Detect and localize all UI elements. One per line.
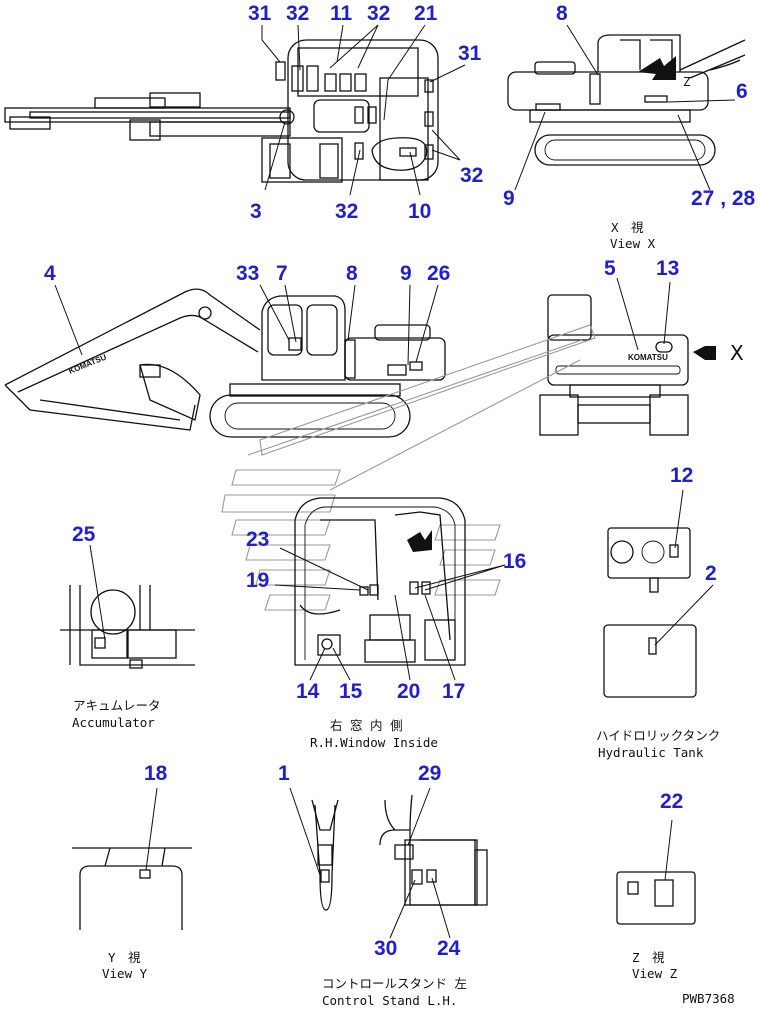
callout-3: 3 bbox=[250, 200, 262, 223]
callout-9-b: 9 bbox=[400, 262, 412, 285]
control-stand-view: コントロールスタンド 左 Control Stand L.H. bbox=[289, 787, 488, 1008]
callout-31-b: 31 bbox=[458, 42, 482, 65]
callout-33: 33 bbox=[236, 262, 259, 285]
view-z: Z 視 View Z bbox=[616, 819, 696, 981]
callout-2: 2 bbox=[705, 562, 717, 585]
accumulator-view: アキュムレータ Accumulator bbox=[60, 544, 195, 730]
callout-1: 1 bbox=[278, 762, 290, 785]
control-stand-jp-caption: コントロールスタンド 左 bbox=[322, 976, 467, 991]
callout-32-b: 32 bbox=[367, 2, 390, 25]
callout-11: 11 bbox=[330, 2, 353, 25]
callout-14: 14 bbox=[296, 680, 320, 703]
callout-10: 10 bbox=[408, 200, 431, 223]
window-inside-view: 右 窓 内 側 R.H.Window Inside bbox=[274, 497, 506, 750]
callout-32-a: 32 bbox=[286, 2, 309, 25]
callout-20: 20 bbox=[397, 680, 420, 703]
front-logo: KOMATSU bbox=[628, 353, 668, 362]
direction-x-marker: X bbox=[730, 341, 744, 365]
callout-13: 13 bbox=[656, 257, 679, 280]
hydraulic-tank-view: ハイドロリックタンク Hydraulic Tank bbox=[596, 489, 720, 760]
callout-19: 19 bbox=[246, 569, 269, 592]
callout-29: 29 bbox=[418, 762, 441, 785]
view-y: Y 視 View Y bbox=[72, 787, 192, 981]
callout-32-c: 32 bbox=[335, 200, 358, 223]
callout-7: 7 bbox=[276, 262, 288, 285]
window-caption: R.H.Window Inside bbox=[310, 735, 438, 750]
accumulator-jp-caption: アキュムレータ bbox=[73, 698, 161, 713]
top-plan-view bbox=[4, 24, 466, 196]
callout-21: 21 bbox=[414, 2, 438, 25]
view-z-marker: Z bbox=[683, 74, 691, 89]
callout-26: 26 bbox=[427, 262, 450, 285]
callout-8-a: 8 bbox=[556, 2, 568, 25]
callout-31-a: 31 bbox=[248, 2, 272, 25]
callout-8-b: 8 bbox=[346, 262, 358, 285]
callout-4: 4 bbox=[44, 262, 56, 285]
callout-23: 23 bbox=[246, 528, 269, 551]
callout-18: 18 bbox=[144, 762, 168, 785]
view-z-jp-caption: Z 視 bbox=[632, 950, 665, 965]
side-view-right: Z X 視 View X bbox=[507, 24, 746, 251]
callout-5: 5 bbox=[604, 257, 616, 280]
view-x-jp-caption: X 視 bbox=[611, 220, 644, 235]
callout-24: 24 bbox=[437, 937, 461, 960]
boom-logo: KOMATSU bbox=[67, 352, 108, 375]
accumulator-caption: Accumulator bbox=[72, 715, 155, 730]
callout-27-28: 27 , 28 bbox=[691, 187, 756, 210]
callout-32-d: 32 bbox=[460, 164, 483, 187]
view-y-caption: View Y bbox=[102, 966, 148, 981]
view-z-caption: View Z bbox=[632, 966, 678, 981]
view-y-jp-caption: Y 視 bbox=[108, 950, 141, 965]
hydraulic-tank-jp-caption: ハイドロリックタンク bbox=[596, 728, 720, 743]
callout-30: 30 bbox=[374, 937, 397, 960]
callout-9-a: 9 bbox=[503, 187, 515, 210]
hydraulic-tank-caption: Hydraulic Tank bbox=[598, 745, 704, 760]
callout-25: 25 bbox=[72, 523, 96, 546]
callout-12: 12 bbox=[670, 464, 693, 487]
front-view: KOMATSU X bbox=[539, 277, 744, 436]
callout-16: 16 bbox=[503, 550, 526, 573]
callout-labels: 31 32 11 32 21 31 3 32 10 32 8 6 9 27 , … bbox=[44, 2, 756, 960]
callout-22: 22 bbox=[660, 790, 683, 813]
callout-17: 17 bbox=[442, 680, 465, 703]
view-x-caption: View X bbox=[610, 236, 656, 251]
callout-6: 6 bbox=[736, 80, 748, 103]
window-jp-caption: 右 窓 内 側 bbox=[330, 718, 403, 733]
drawing-number: PWB7368 bbox=[682, 991, 735, 1006]
callout-15: 15 bbox=[339, 680, 363, 703]
connector-guides bbox=[221, 324, 596, 611]
control-stand-caption: Control Stand L.H. bbox=[322, 993, 457, 1008]
